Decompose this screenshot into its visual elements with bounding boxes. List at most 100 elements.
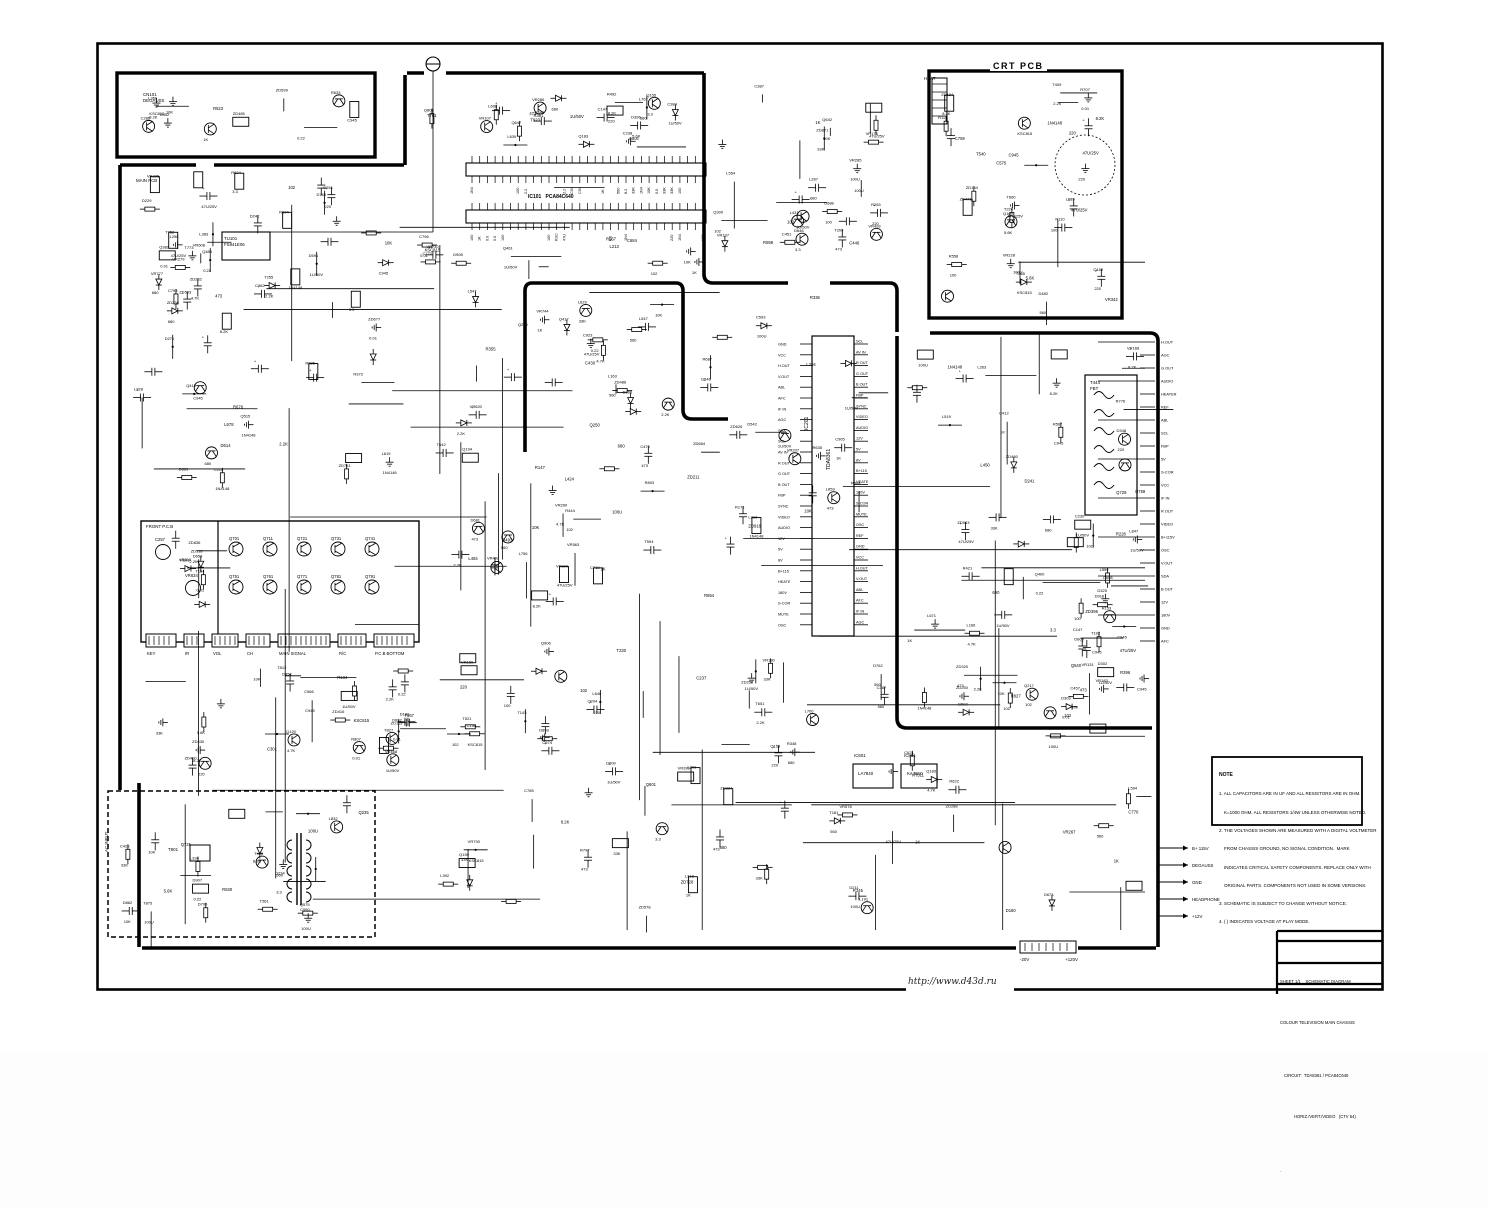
component-label: Q250 bbox=[590, 422, 601, 427]
component-label: 100 bbox=[547, 235, 551, 241]
component-label: 473 bbox=[529, 111, 537, 116]
component-label: VCC bbox=[1161, 483, 1169, 488]
component-label: D325 bbox=[1097, 588, 1107, 593]
component-label: ZD252 bbox=[741, 679, 754, 684]
component-label: VR175 bbox=[866, 131, 879, 136]
component-label: T540 bbox=[976, 152, 986, 157]
component-label: R558 bbox=[949, 253, 959, 258]
component-label: ZD626 bbox=[730, 424, 743, 429]
front-panel-label: FRONT P.C.B bbox=[146, 524, 174, 529]
ic-body bbox=[531, 590, 549, 601]
component-label: VR730 bbox=[426, 244, 439, 249]
component-label: VR578 bbox=[839, 804, 852, 809]
component-label: R263 bbox=[871, 202, 881, 207]
component-label: L263 bbox=[977, 365, 987, 370]
resistor-symbol bbox=[592, 337, 604, 343]
component-label: Q759 bbox=[1135, 489, 1146, 494]
resistor-symbol bbox=[1058, 426, 1064, 438]
component-label: IF IN bbox=[1161, 496, 1170, 501]
ic601-ref: IC601 bbox=[854, 753, 866, 758]
component-label: Q204 bbox=[587, 698, 598, 703]
component-label: 1U/50V bbox=[845, 406, 859, 411]
component-label: R492 bbox=[607, 91, 617, 96]
component-label: C621 bbox=[904, 750, 914, 755]
ic-body bbox=[962, 198, 973, 216]
component-label: OSC bbox=[856, 523, 864, 527]
component-label: HEATE bbox=[856, 480, 869, 484]
component-label: VCC bbox=[856, 556, 864, 560]
component-label: 12V bbox=[778, 537, 785, 541]
component-label: B+115 bbox=[778, 569, 789, 573]
component-label: D242 bbox=[250, 213, 260, 218]
component-label: 1U/50V bbox=[342, 704, 356, 709]
component-label: 100 bbox=[825, 220, 832, 225]
component-label: 2.2K bbox=[189, 559, 198, 564]
resistor-symbol bbox=[344, 468, 349, 480]
component-label: 33K bbox=[121, 862, 128, 867]
component-label: R776 bbox=[1116, 398, 1126, 403]
component-label: D614 bbox=[221, 443, 232, 448]
component-label: FBP bbox=[856, 394, 864, 398]
component-label: R624 bbox=[231, 170, 241, 175]
component-label: DEGAUSS bbox=[1192, 863, 1214, 868]
title-block-line: CIRCUIT: TDA8361 / PCA84C640 bbox=[1284, 1072, 1349, 1078]
resistor-symbol bbox=[601, 344, 606, 356]
component-label: AUDIO bbox=[1161, 379, 1173, 384]
transistor-symbol bbox=[386, 753, 400, 767]
component-label: 47U/25V bbox=[1082, 151, 1099, 156]
component-label: 560 bbox=[1039, 310, 1046, 315]
component-label: 8.2K bbox=[1096, 116, 1105, 121]
diode-symbol bbox=[845, 359, 853, 368]
component-label: T875 bbox=[143, 900, 153, 905]
ic-body bbox=[593, 567, 603, 585]
component-label: 0.22 bbox=[591, 348, 600, 353]
component-label: R807 bbox=[351, 737, 361, 742]
component-label: R567 bbox=[606, 237, 617, 242]
component-label: T143 bbox=[517, 710, 527, 715]
component-label: ZD761 bbox=[339, 463, 352, 468]
component-label: C945 bbox=[1009, 152, 1020, 157]
transistor-symbol bbox=[941, 289, 954, 303]
power-supply-box bbox=[107, 790, 376, 938]
component-label: 1N4148 bbox=[749, 534, 764, 539]
component-label: R336 bbox=[810, 295, 821, 300]
component-label: D660 bbox=[1074, 637, 1084, 642]
component-label: D795 bbox=[198, 902, 208, 907]
component-label: ZD485 bbox=[233, 111, 246, 116]
component-label: D348 bbox=[1117, 428, 1127, 433]
component-label: VR744 bbox=[536, 309, 549, 314]
component-label: C94 bbox=[578, 187, 582, 194]
component-label: + bbox=[136, 387, 139, 392]
component-label: 0.01 bbox=[1081, 106, 1090, 111]
component-label: R228 bbox=[1116, 532, 1127, 537]
component-label: VOL bbox=[213, 651, 222, 656]
transistor-symbol bbox=[490, 560, 504, 574]
component-label: L629 bbox=[578, 299, 588, 304]
component-label: R635 bbox=[813, 445, 823, 450]
component-label: 102 bbox=[1003, 706, 1010, 711]
component-label: L360 bbox=[148, 95, 158, 100]
component-label: Q217 bbox=[1024, 683, 1035, 688]
component-label: VR180 bbox=[763, 657, 776, 662]
bottom-label: +120V bbox=[1065, 957, 1078, 962]
component-label: R707 bbox=[1080, 87, 1090, 92]
transistor-symbol bbox=[296, 579, 312, 595]
component-label: 2.2K bbox=[756, 720, 765, 725]
component-label: AGC bbox=[856, 620, 864, 624]
component-label: 1K bbox=[478, 236, 482, 241]
circuit-region: C593100UZD684R3555601U/50VQ194R444102R17… bbox=[435, 288, 889, 608]
component-label: ZD836 bbox=[188, 540, 201, 545]
component-label: 1K bbox=[1114, 858, 1119, 863]
component-label: 47U/25V bbox=[958, 539, 974, 544]
circuit-region: C621VR578L201C158KSC815Q601+D6091U/50VQ9… bbox=[438, 641, 1152, 933]
component-label: 8.2K bbox=[253, 859, 262, 864]
component-label: Q642 bbox=[822, 117, 833, 122]
component-label: D763 bbox=[317, 192, 327, 197]
component-label: T923 bbox=[530, 118, 540, 123]
resistor-symbol bbox=[826, 209, 838, 214]
component-label: D241 bbox=[1024, 479, 1035, 484]
component-label: Q805 bbox=[629, 136, 640, 141]
component-label: R633 bbox=[331, 90, 341, 95]
component-label: C237 bbox=[696, 676, 707, 681]
transistor-symbol bbox=[1004, 215, 1018, 229]
